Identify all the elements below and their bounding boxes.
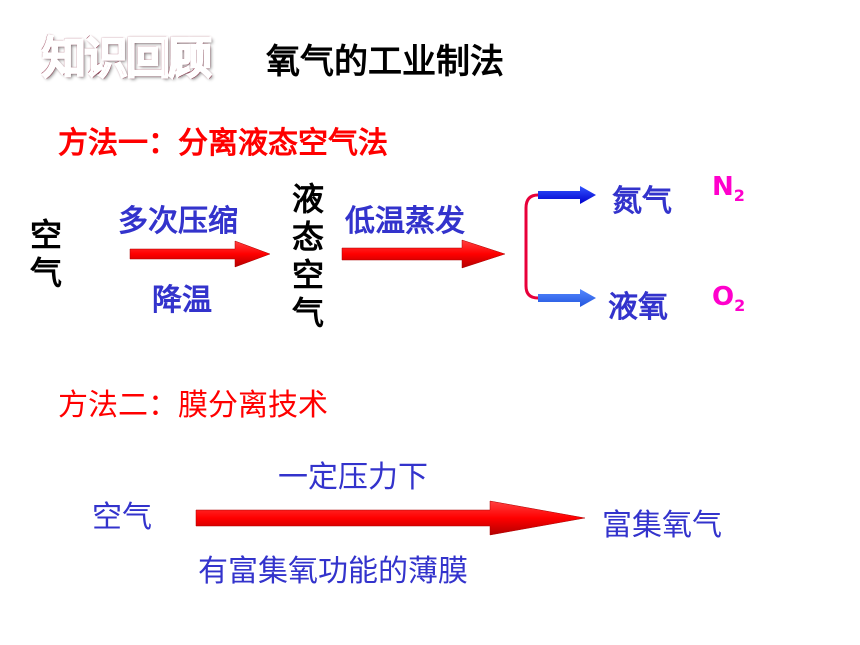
method1-step2-top: 低温蒸发	[345, 204, 465, 239]
method1-step1-top: 多次压缩	[118, 204, 238, 239]
method1-heading: 方法一：分离液态空气法	[58, 126, 388, 161]
arrow-evaporate	[341, 239, 506, 269]
branch-bracket	[524, 193, 539, 300]
arrow-compress	[129, 240, 271, 268]
method2-result: 富集氧气	[602, 508, 722, 543]
method1-step1-bottom: 降温	[152, 283, 212, 318]
product1-formula-subscript: 2	[733, 186, 745, 206]
product1-name: 氮气	[612, 184, 672, 219]
arrow-membrane	[195, 500, 586, 536]
product2-formula: O2	[712, 282, 745, 315]
method2-heading: 方法二：膜分离技术	[58, 388, 328, 423]
method1-intermediate: 液态空气	[290, 180, 330, 332]
method2-start-label: 空气	[92, 500, 152, 535]
page-title: 氧气的工业制法	[266, 42, 504, 82]
arrow-nitrogen	[538, 186, 596, 204]
method2-condition-bottom: 有富集氧功能的薄膜	[198, 554, 468, 589]
product2-formula-base: O	[712, 282, 735, 312]
product1-formula: N2	[712, 172, 745, 205]
arrow-oxygen	[538, 289, 596, 307]
method2-condition-top: 一定压力下	[278, 460, 428, 495]
method1-start-text: 空气	[29, 216, 62, 292]
method1-start-label: 空气	[28, 216, 68, 292]
product2-formula-subscript: 2	[734, 296, 746, 316]
product1-formula-base: N	[712, 172, 734, 202]
product2-name: 液氧	[608, 290, 668, 325]
method1-intermediate-text: 液态空气	[291, 180, 324, 332]
section-badge: 知识回顾	[41, 32, 213, 85]
